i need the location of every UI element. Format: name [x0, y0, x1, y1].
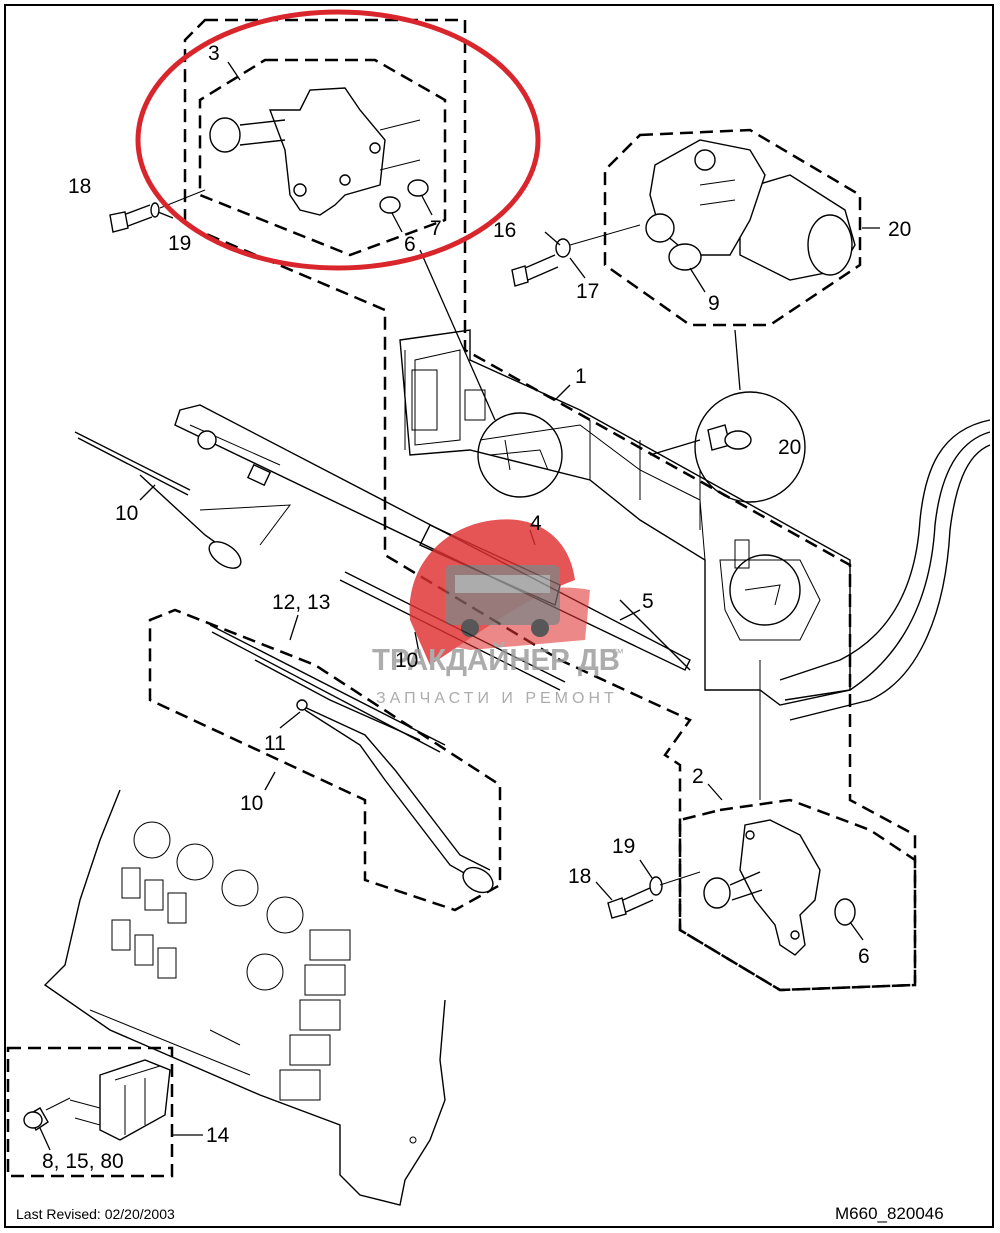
wiper-motor: [645, 139, 856, 281]
switch-box: [6, 1046, 174, 1178]
bulb-detail-circle: [694, 391, 806, 503]
bulb-8-15-80: [23, 1097, 71, 1132]
watermark: ТРАКДАЙНЕР ДВ ™ ЗАПЧАСТИ И РЕМОНТ: [372, 519, 624, 707]
callout-14: 14: [206, 1124, 230, 1147]
callout-10-middle: 10: [395, 649, 418, 672]
bulb-20: [707, 424, 752, 451]
callout-12-13: 12, 13: [272, 591, 330, 614]
bolt-18-top: [109, 189, 206, 233]
callout-9: 9: [708, 292, 720, 315]
bracket-3: [209, 87, 429, 216]
callout-19-top: 19: [168, 232, 191, 255]
callout-10-upper: 10: [115, 502, 138, 525]
bracket-2-box: [678, 798, 917, 992]
windshield-seal: [759, 419, 991, 800]
wiper-blade-upper: [74, 431, 292, 569]
linkage-detail-circle: [477, 412, 563, 498]
callout-3: 3: [208, 42, 220, 65]
callout-labels: 3 18 19 6 7 16 17 20 9 1 20 10 4 12, 13 …: [42, 42, 911, 1173]
motor-box: [603, 128, 862, 327]
highlight-ellipse: [135, 9, 541, 271]
callout-17: 17: [576, 280, 599, 303]
callout-7: 7: [430, 217, 442, 240]
wiper-arm-box: [148, 608, 502, 912]
bracket-3-box: [198, 58, 447, 257]
callout-1: 1: [575, 365, 587, 388]
watermark-subtitle: ЗАПЧАСТИ И РЕМОНТ: [376, 690, 618, 707]
callout-2: 2: [692, 765, 704, 788]
callout-18-bottom: 18: [568, 865, 591, 888]
watermark-brand: ТРАКДАЙНЕР ДВ: [372, 641, 620, 677]
bolt-16: [511, 224, 641, 287]
callout-19-bottom: 19: [612, 835, 635, 858]
watermark-tm: ™: [612, 646, 624, 660]
callout-11: 11: [264, 732, 286, 755]
callout-20-bulb: 20: [778, 436, 801, 459]
callout-20-motor: 20: [888, 218, 911, 241]
bolt-18-bottom: [607, 871, 701, 919]
drawing-id: M660_820046: [835, 1204, 944, 1223]
diagram-border: [4, 4, 994, 1228]
wiper-blade-lower: [209, 624, 494, 894]
bracket-2: [703, 819, 856, 956]
instrument-panel: [43, 789, 446, 1206]
callout-4: 4: [530, 512, 542, 535]
rocker-switch: [69, 1059, 171, 1141]
leader-lines: [39, 61, 880, 1151]
callout-10-lower: 10: [240, 792, 263, 815]
callout-8-15-80: 8, 15, 80: [42, 1150, 124, 1173]
callout-18-top: 18: [68, 175, 91, 198]
callout-5: 5: [642, 590, 654, 613]
callout-16: 16: [493, 219, 516, 242]
pivot-detail-circle: [729, 554, 801, 626]
last-revised: Last Revised: 02/20/2003: [16, 1206, 175, 1222]
callout-6-bottom: 6: [858, 945, 870, 968]
callout-6-top: 6: [404, 233, 416, 256]
